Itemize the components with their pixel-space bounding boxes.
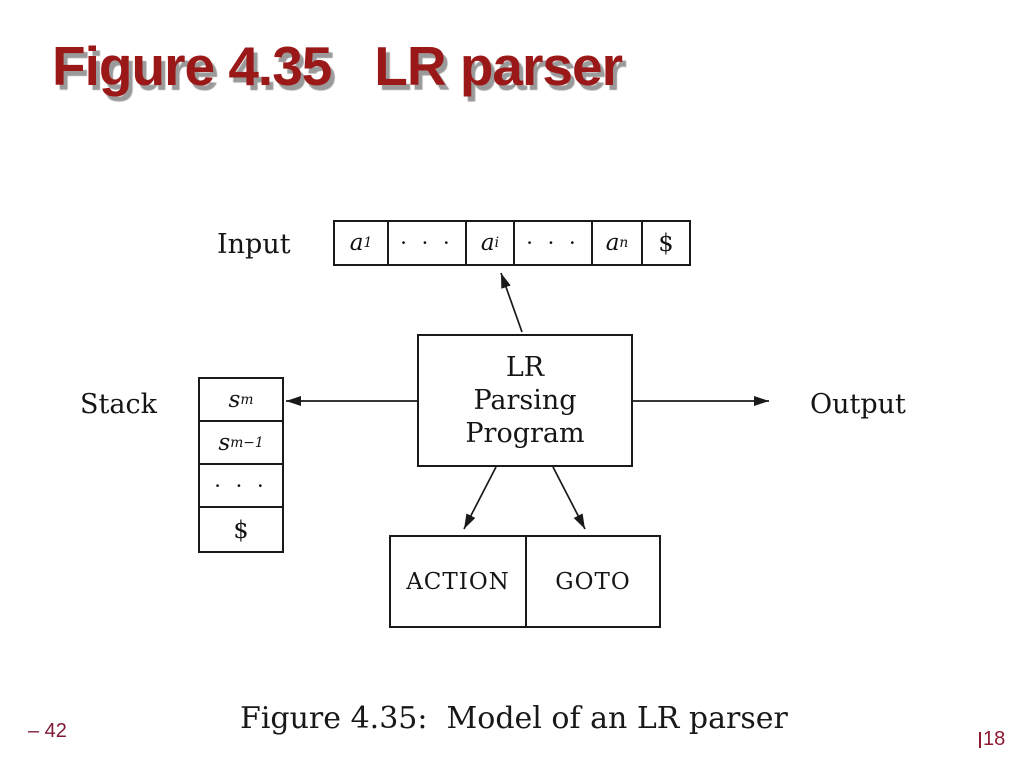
arrow-program-to-goto bbox=[552, 466, 586, 530]
lr-box-line-1: LR bbox=[505, 352, 545, 383]
lr-box-line-3: Program bbox=[465, 418, 585, 449]
input-cell-dollar: $ bbox=[658, 229, 674, 257]
action-cell: ACTION bbox=[391, 537, 527, 626]
arrow-program-to-action bbox=[463, 466, 497, 530]
input-cell-ellipsis-1: · · · bbox=[389, 222, 467, 264]
stack-cell-ellipsis: · · · bbox=[200, 465, 282, 508]
input-cell-a1-sub: 1 bbox=[363, 235, 373, 251]
input-label: Input bbox=[217, 229, 291, 260]
input-cell-a1-base: a bbox=[349, 230, 364, 256]
stack-cell-dollar: $ bbox=[233, 515, 249, 544]
clipped-glyph bbox=[979, 731, 981, 748]
slide-number-left: – 42 bbox=[28, 720, 67, 742]
slide-title: Figure 4.35 LR parser bbox=[52, 35, 623, 97]
input-cell-an-base: a bbox=[605, 230, 620, 256]
action-goto-table: ACTION GOTO bbox=[389, 535, 661, 628]
lr-parsing-program-box: LR Parsing Program bbox=[417, 334, 633, 467]
input-cell-an-sub: n bbox=[619, 235, 629, 251]
stack-cell-sm1-base: s bbox=[218, 429, 231, 456]
stack-label: Stack bbox=[80, 389, 157, 420]
figure-caption: Figure 4.35: Model of an LR parser bbox=[240, 701, 788, 736]
page-number-right: 18 bbox=[979, 728, 1005, 751]
input-cell-ai-base: a bbox=[480, 230, 495, 256]
stack-cell-sm-base: s bbox=[228, 386, 241, 413]
stack-cell-sm-sub: m bbox=[240, 391, 254, 408]
input-cell-ai-sub: i bbox=[494, 235, 500, 251]
arrow-program-to-input bbox=[500, 272, 523, 333]
lr-box-line-2: Parsing bbox=[473, 385, 577, 416]
stack-cell-sm1-sub: m−1 bbox=[230, 434, 264, 451]
input-cell-ellipsis-2: · · · bbox=[515, 222, 593, 264]
output-label: Output bbox=[810, 389, 906, 420]
goto-cell: GOTO bbox=[555, 568, 631, 595]
page-number-text: 18 bbox=[983, 728, 1006, 750]
